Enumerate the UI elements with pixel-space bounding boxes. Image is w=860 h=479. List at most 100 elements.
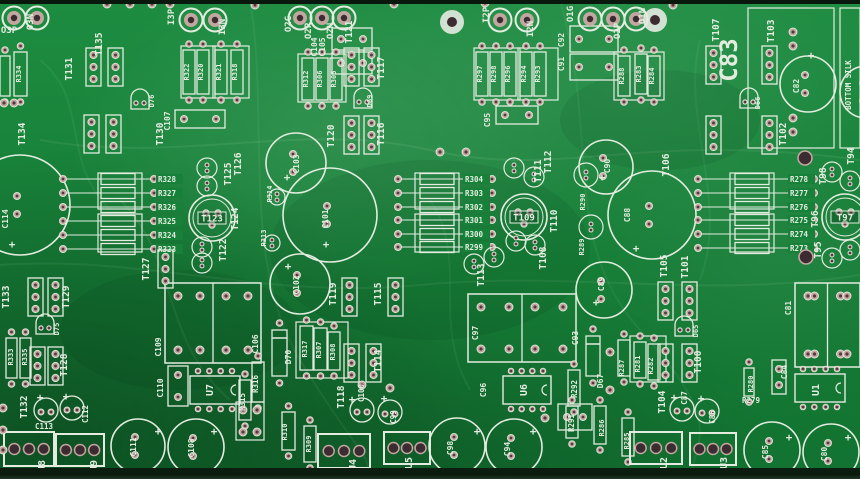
- silkscreen-label: R298: [490, 66, 498, 83]
- solder-pad-hole: [200, 242, 204, 246]
- solder-pad-hole: [332, 324, 336, 328]
- silkscreen-label: C89: [597, 277, 606, 292]
- ladder-label-backing: [463, 229, 490, 239]
- polarity-plus-mark: +: [284, 171, 291, 184]
- solder-pad-hole: [577, 37, 581, 41]
- electrolytic-cap-outline: [0, 154, 71, 256]
- solder-pad-hole: [607, 65, 611, 69]
- silkscreen-label: T115: [373, 282, 384, 305]
- silkscreen-label: R287: [618, 360, 626, 377]
- io-pad-ring: [487, 7, 513, 33]
- resistor-body: [100, 242, 136, 256]
- solder-pad-hole: [492, 252, 496, 256]
- silkscreen-label: R308: [329, 344, 337, 361]
- polarity-plus-mark: +: [37, 391, 44, 404]
- silkscreen-label: R310: [281, 424, 289, 441]
- silkscreen-label: R281: [634, 356, 642, 373]
- silkscreen-label: U4: [348, 459, 359, 471]
- silkscreen-label: C100: [357, 383, 366, 402]
- solder-pad-hole: [777, 383, 781, 387]
- ring-component-outline: [839, 170, 860, 192]
- solder-pad-hole: [152, 233, 156, 237]
- silkscreen-label: C86: [708, 410, 717, 424]
- polarity-plus-mark: +: [593, 296, 600, 309]
- transistor-strip-outline: [761, 45, 778, 85]
- solder-pad-hole: [472, 265, 476, 269]
- connector-pad: [414, 441, 427, 455]
- solder-pad-hole: [543, 416, 547, 420]
- io-pad-hole: [33, 14, 41, 22]
- silkscreen-label: D65: [692, 325, 700, 338]
- solder-pad-hole: [370, 145, 373, 149]
- solder-pad-hole: [533, 305, 537, 309]
- solder-pad-hole: [664, 299, 667, 303]
- silkscreen-label: R317: [301, 341, 309, 358]
- solder-pad-hole: [622, 380, 626, 384]
- ic-notch: [541, 384, 548, 396]
- solder-pad-hole: [61, 177, 65, 181]
- solder-pad-hole: [768, 63, 771, 67]
- solder-pad-hole: [541, 369, 545, 373]
- silkscreen-label: T122: [218, 239, 229, 262]
- silkscreen-label: R283: [635, 66, 643, 83]
- silkscreen-label: I3N: [218, 19, 228, 35]
- solder-pad-hole: [512, 163, 516, 167]
- solder-pad-hole: [598, 448, 602, 452]
- solder-pad-hole: [24, 330, 27, 334]
- solder-pad-hole: [678, 328, 682, 332]
- resistor-designator: R328: [158, 175, 177, 184]
- solder-pad-hole: [256, 354, 260, 358]
- solder-pad-hole: [530, 407, 534, 411]
- polarity-plus-mark: +: [155, 425, 162, 438]
- solder-pad-hole: [591, 381, 595, 385]
- silkscreen-label: O2G: [284, 16, 294, 32]
- solder-pad-hole: [712, 75, 715, 79]
- solder-pad-hole: [224, 294, 228, 298]
- connector-pad: [73, 443, 87, 457]
- solder-pad-hole: [201, 42, 205, 46]
- transistor-strip-outline: [85, 47, 102, 87]
- solder-pad-hole: [365, 410, 369, 414]
- resistor-designator: R278: [790, 175, 809, 184]
- box-cap-outline: [174, 109, 226, 129]
- resistor-outline: [182, 49, 196, 95]
- silkscreen-label: T121: [344, 20, 355, 43]
- solder-pad-hole: [572, 362, 576, 366]
- resistor-outline: [19, 337, 32, 379]
- solder-pad-hole: [61, 233, 65, 237]
- ladder-label-backing: [788, 229, 815, 239]
- solder-pad-hole: [533, 246, 537, 250]
- solder-pad-hole: [39, 410, 43, 414]
- solder-pad-hole: [452, 435, 456, 439]
- solder-pad-hole: [152, 177, 156, 181]
- solder-pad-hole: [370, 133, 373, 137]
- solder-pad-hole: [176, 395, 180, 399]
- via-pad: [797, 150, 813, 166]
- silkscreen-label: T101: [680, 255, 691, 278]
- solder-pad-hole: [561, 305, 565, 309]
- solder-pad-hole: [394, 295, 397, 299]
- solder-pad-hole: [235, 98, 239, 102]
- silkscreen-label: U6: [519, 384, 530, 396]
- solder-pad-hole: [514, 236, 518, 240]
- solder-pad-hole: [246, 294, 250, 298]
- solder-pad-hole: [507, 347, 511, 351]
- ladder-label-backing: [156, 188, 183, 198]
- resistor-body: [100, 228, 136, 242]
- solder-pad-hole: [176, 373, 180, 377]
- solder-pad-hole: [357, 100, 361, 104]
- solder-pad-hole: [803, 73, 807, 77]
- io-pad-hole: [609, 15, 617, 23]
- connector-pad: [337, 444, 351, 458]
- silkscreen-label: T95: [813, 241, 824, 258]
- transistor-strip-outline: [105, 114, 122, 154]
- resistor-outline: [329, 57, 343, 101]
- connector-pad: [665, 441, 678, 455]
- transistor-strip-outline: [657, 281, 674, 321]
- solder-pad-hole: [675, 409, 679, 413]
- silkscreen-label: C107: [163, 111, 172, 130]
- solder-pad-hole: [464, 150, 468, 154]
- solder-pad-hole: [514, 242, 518, 246]
- solder-pad-hole: [54, 364, 57, 368]
